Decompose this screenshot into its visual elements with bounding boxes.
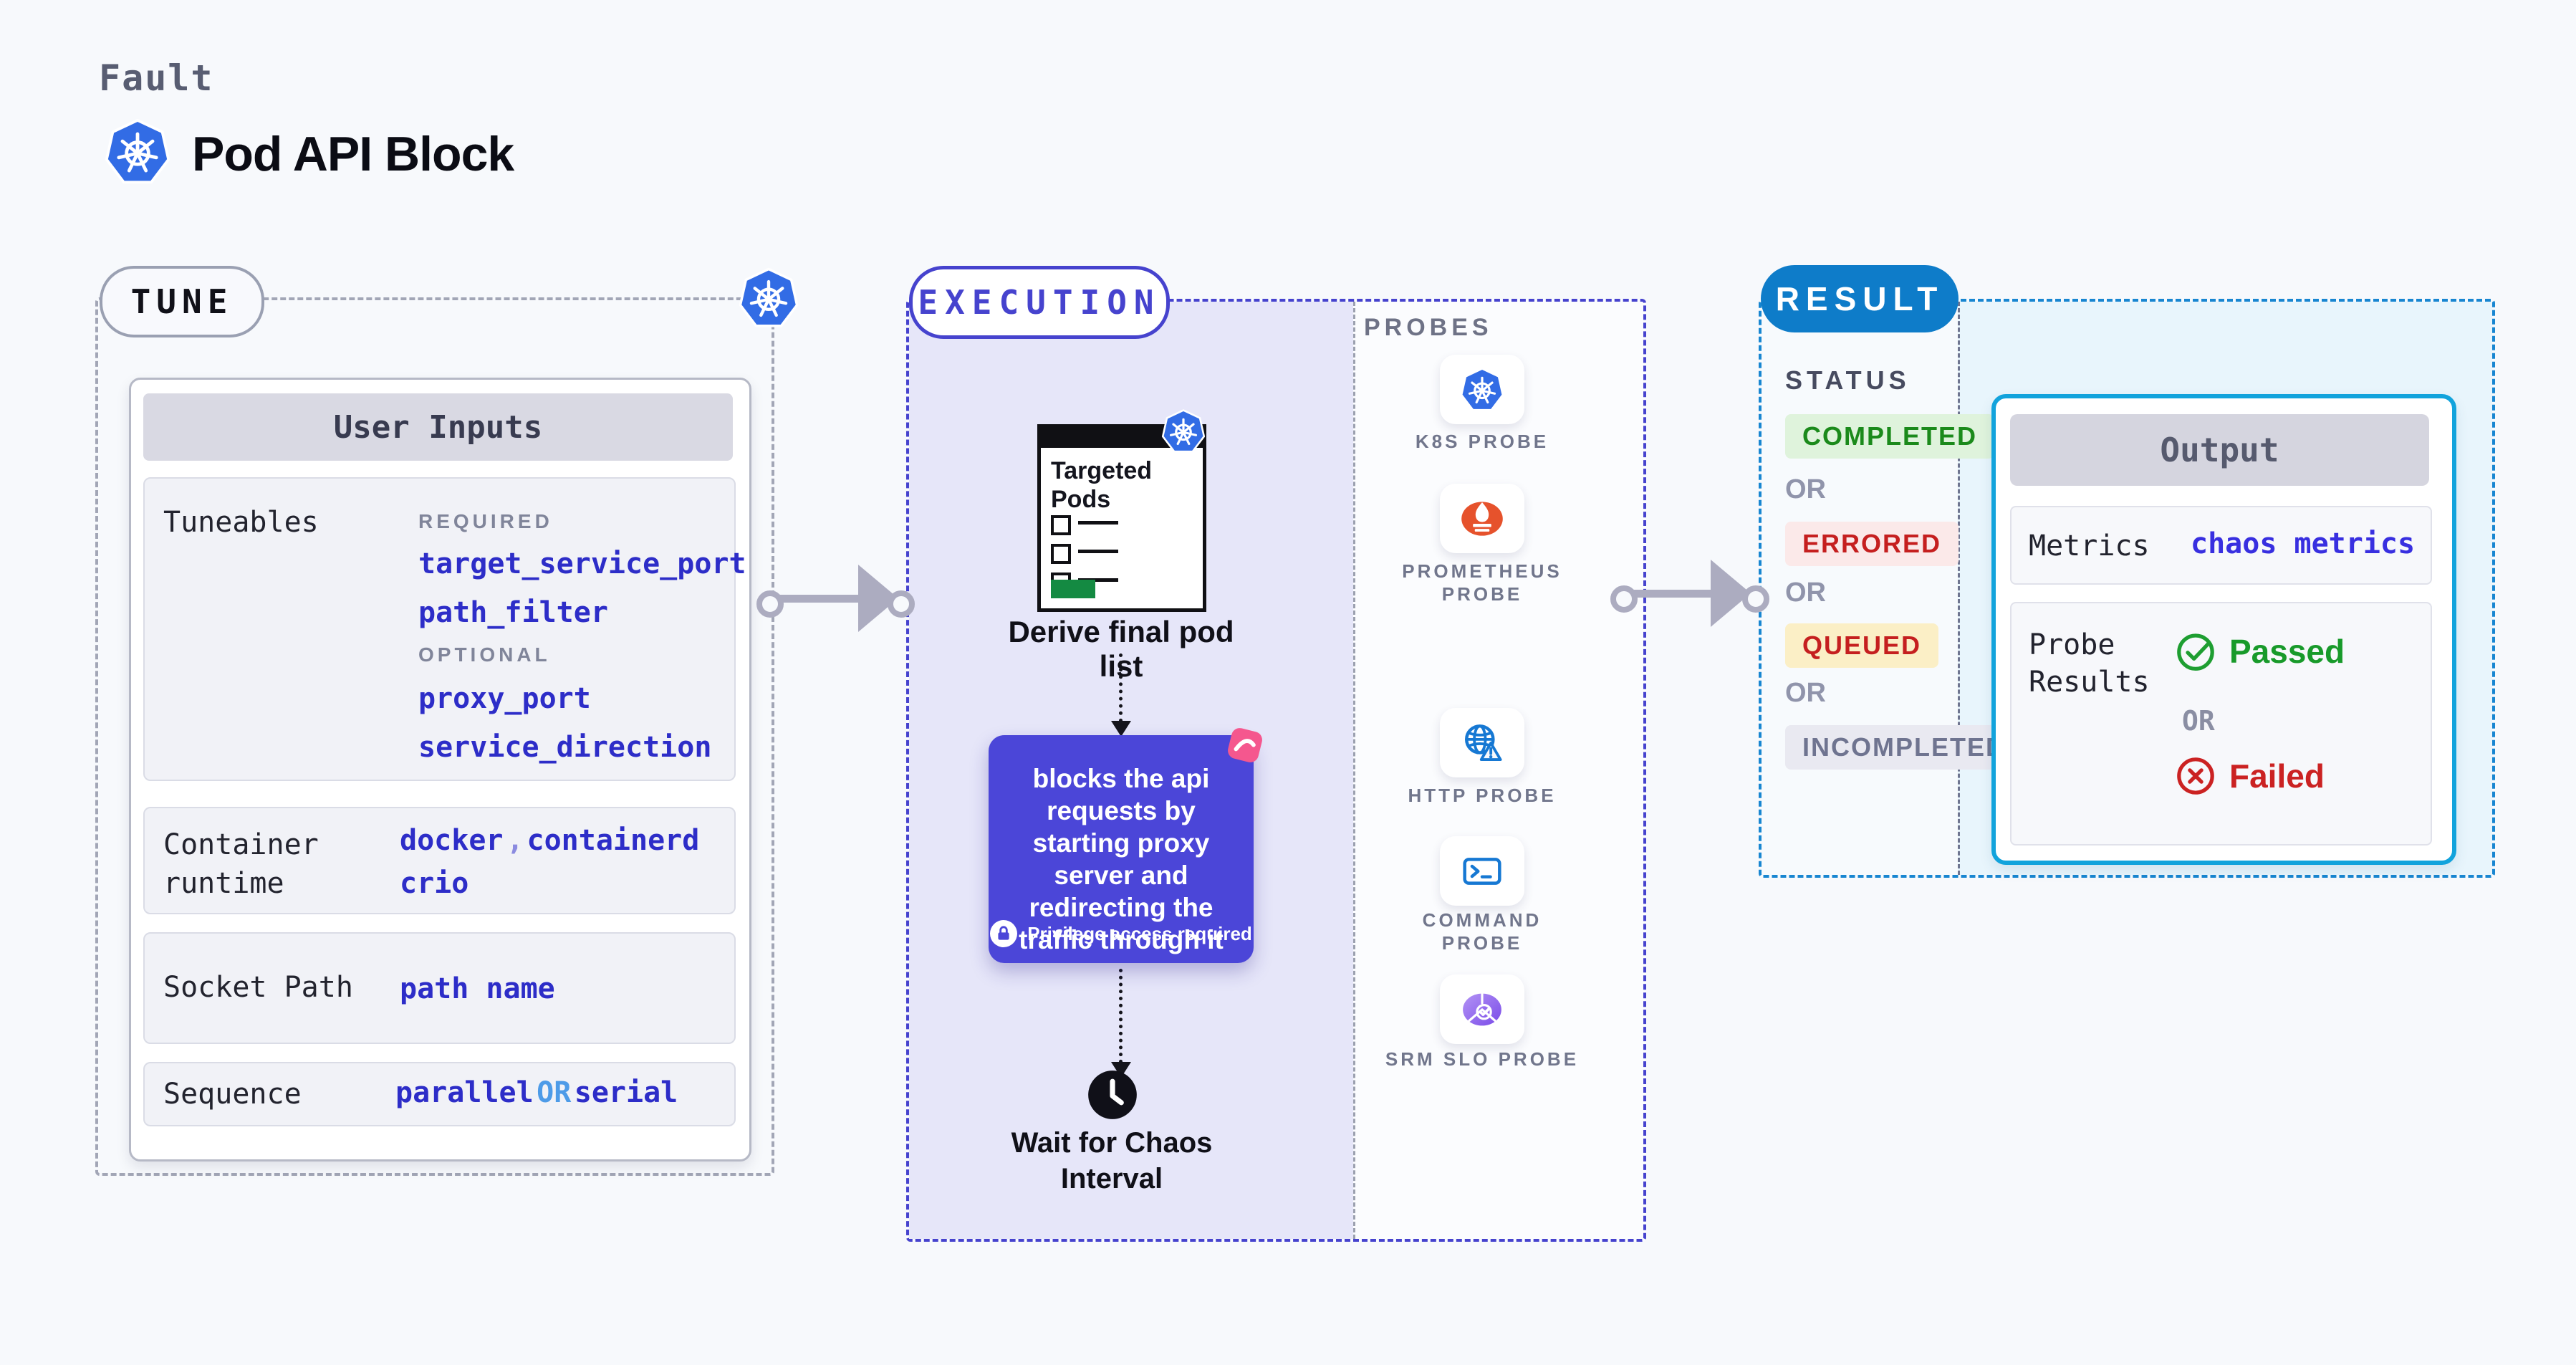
connector-node xyxy=(756,590,784,618)
flow-dotted-line xyxy=(1119,653,1123,722)
tuneables-label: Tuneables xyxy=(163,506,319,539)
fault-action-text: blocks the api requests by starting prox… xyxy=(1019,764,1224,954)
http-globe-icon xyxy=(1459,720,1505,766)
sequence-serial: serial xyxy=(574,1076,678,1109)
kubernetes-icon xyxy=(103,118,172,186)
clipboard-title: Targeted Pods xyxy=(1051,457,1153,513)
status-badge-completed: COMPLETED xyxy=(1785,414,1995,459)
kubernetes-icon xyxy=(1160,408,1206,454)
passed-result: Passed xyxy=(2175,631,2345,672)
connector-node xyxy=(888,590,915,618)
sequence-row: Sequence parallel OR serial xyxy=(143,1062,736,1126)
probe-label: SRM SLO PROBE xyxy=(1385,1048,1580,1070)
probe-label: COMMAND PROBE xyxy=(1422,909,1542,954)
http-probe-card xyxy=(1440,708,1524,777)
privilege-label: Privilege access required xyxy=(1027,922,1252,944)
sequence-or: OR xyxy=(537,1076,572,1109)
required-group-label: REQUIRED xyxy=(418,510,553,532)
execution-pill: EXECUTION xyxy=(909,266,1170,339)
kubernetes-icon xyxy=(1459,367,1505,413)
clock-icon xyxy=(1087,1069,1138,1121)
connector-node xyxy=(1610,585,1638,613)
output-header: Output xyxy=(2010,414,2429,486)
sequence-parallel: parallel xyxy=(395,1076,534,1109)
progress-bar xyxy=(1051,580,1095,598)
metrics-row: Metrics chaos metrics xyxy=(2010,506,2432,585)
prometheus-probe-card xyxy=(1440,484,1524,553)
or-label: OR xyxy=(1785,678,1826,708)
list-line xyxy=(1078,550,1118,553)
socket-path-label: Socket Path xyxy=(163,971,353,1004)
status-badge-errored: ERRORED xyxy=(1785,522,1959,566)
result-pill: RESULT xyxy=(1761,265,1959,332)
wait-chaos-interval-label: Wait for Chaos Interval xyxy=(1011,1127,1213,1194)
tuneable-service-direction: service_direction xyxy=(418,731,712,764)
failed-result: Failed xyxy=(2175,755,2325,797)
status-label: STATUS xyxy=(1785,365,1911,395)
execution-to-result-connector xyxy=(1629,590,1716,598)
socket-path-row: Socket Path path name xyxy=(143,932,736,1044)
runtime-crio: crio xyxy=(400,867,469,900)
probes-divider xyxy=(1353,302,1355,1239)
terminal-icon xyxy=(1459,848,1505,894)
status-badge-queued: QUEUED xyxy=(1785,623,1939,668)
user-inputs-header: User Inputs xyxy=(143,393,733,461)
flow-dotted-line xyxy=(1119,969,1123,1063)
status-badge-incompleted: INCOMPLETED xyxy=(1785,725,2024,770)
tuneables-row: Tuneables REQUIRED target_service_port p… xyxy=(143,477,746,781)
checkbox-icon xyxy=(1051,515,1071,535)
tune-to-execution-connector xyxy=(775,595,864,603)
probe-results-label: Probe Results xyxy=(2029,628,2150,699)
probe-label: K8S PROBE xyxy=(1415,431,1549,452)
socket-path-value: path name xyxy=(400,972,555,1005)
tune-section-box xyxy=(95,297,774,1176)
probe-label: PROMETHEUS PROBE xyxy=(1402,560,1562,605)
chaos-icon xyxy=(1222,722,1268,768)
runtime-containerd: containerd xyxy=(527,824,700,857)
output-panel: Output Metrics chaos metrics Probe Resul… xyxy=(1991,394,2456,865)
passed-label: Passed xyxy=(2229,633,2345,670)
or-label: OR xyxy=(2182,705,2215,737)
prometheus-icon xyxy=(1459,496,1505,542)
kubernetes-icon xyxy=(737,267,800,330)
lock-icon xyxy=(990,920,1018,947)
list-line xyxy=(1078,578,1118,582)
fault-eyebrow: Fault xyxy=(99,57,214,99)
runtime-docker: docker xyxy=(400,824,504,857)
probe-label: HTTP PROBE xyxy=(1408,785,1557,806)
check-circle-icon xyxy=(2175,631,2216,672)
privilege-row: Privilege access required xyxy=(989,920,1254,947)
result-divider xyxy=(1958,302,1960,875)
metrics-label: Metrics xyxy=(2029,530,2150,562)
tuneable-proxy-port: proxy_port xyxy=(418,682,591,715)
runtime-separator: , xyxy=(506,824,524,857)
derive-pod-list-label: Derive final pod list xyxy=(1008,615,1234,683)
list-line xyxy=(1078,521,1118,525)
arrow-down-icon xyxy=(1111,721,1131,737)
tuneable-path-filter: path_filter xyxy=(418,596,608,629)
failed-label: Failed xyxy=(2229,757,2325,795)
tuneable-target-service-port: target_service_port xyxy=(418,547,746,580)
container-runtime-row: Container runtime docker , containerd cr… xyxy=(143,807,736,914)
command-probe-card xyxy=(1440,836,1524,906)
slo-gauge-icon xyxy=(1459,987,1505,1033)
or-label: OR xyxy=(1785,474,1826,504)
checkbox-icon xyxy=(1051,544,1071,564)
srm-slo-probe-card xyxy=(1440,974,1524,1044)
tune-pill: TUNE xyxy=(100,266,264,337)
connector-node xyxy=(1742,585,1769,613)
page-title: Pod API Block xyxy=(192,127,514,181)
container-runtime-label: Container runtime xyxy=(163,828,319,900)
probes-column-label: PROBES xyxy=(1364,314,1493,341)
metrics-value: chaos metrics xyxy=(2191,527,2416,560)
fault-action-card: blocks the api requests by starting prox… xyxy=(989,735,1254,963)
x-circle-icon xyxy=(2175,755,2216,797)
or-label: OR xyxy=(1785,578,1826,608)
k8s-probe-card xyxy=(1440,355,1524,424)
optional-group-label: OPTIONAL xyxy=(418,643,551,666)
sequence-label: Sequence xyxy=(163,1078,302,1111)
probe-results-row: Probe Results Passed OR Failed xyxy=(2010,602,2432,846)
